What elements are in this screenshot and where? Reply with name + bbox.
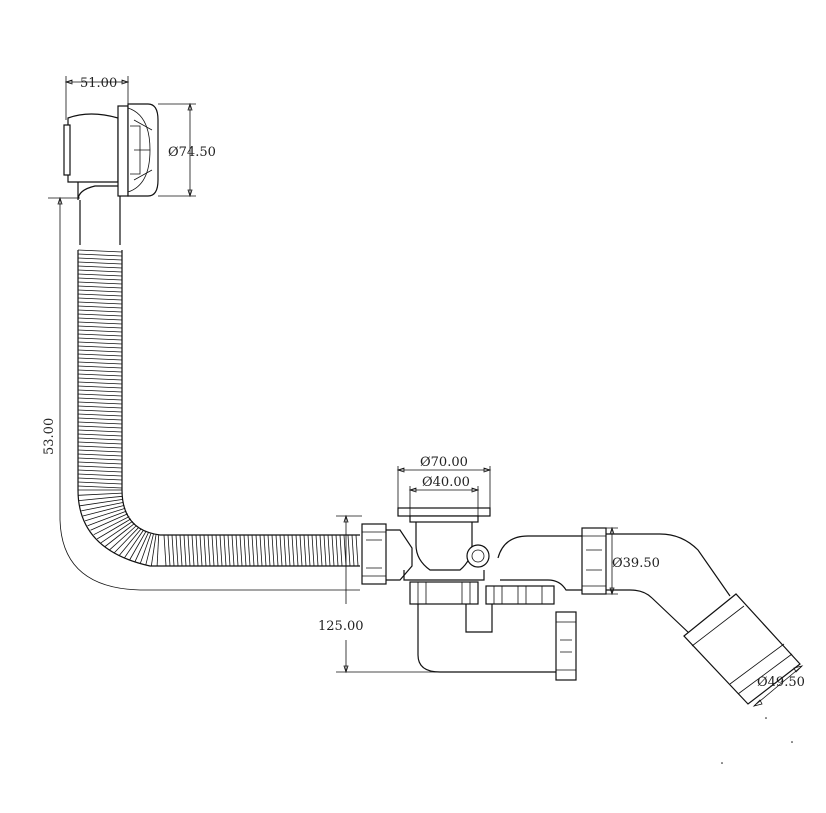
stray-marks: [721, 717, 793, 764]
dim-overflow-width: 51.00: [80, 76, 117, 91]
dim-hose-height: 53.00: [42, 418, 57, 455]
dim-waste-outer-diameter: Ø70.00: [420, 455, 468, 470]
dim-trap-depth: 125.00: [318, 619, 364, 634]
corrugated-hose: [77, 196, 360, 567]
dimension-lines: [48, 76, 804, 707]
hose-connector-nut: [361, 523, 413, 585]
dim-outlet-diameter: Ø39.50: [612, 556, 660, 571]
overflow-head: [63, 103, 159, 201]
hose-ribs: [77, 249, 359, 567]
angled-adapter: [683, 593, 801, 705]
waste-body: [397, 507, 491, 605]
trap-and-outlet: [417, 527, 731, 681]
dim-adapter-diameter: Ø49.50: [757, 675, 805, 690]
dim-overflow-diameter: Ø74.50: [168, 145, 216, 160]
dim-waste-inner-diameter: Ø40.00: [422, 475, 470, 490]
